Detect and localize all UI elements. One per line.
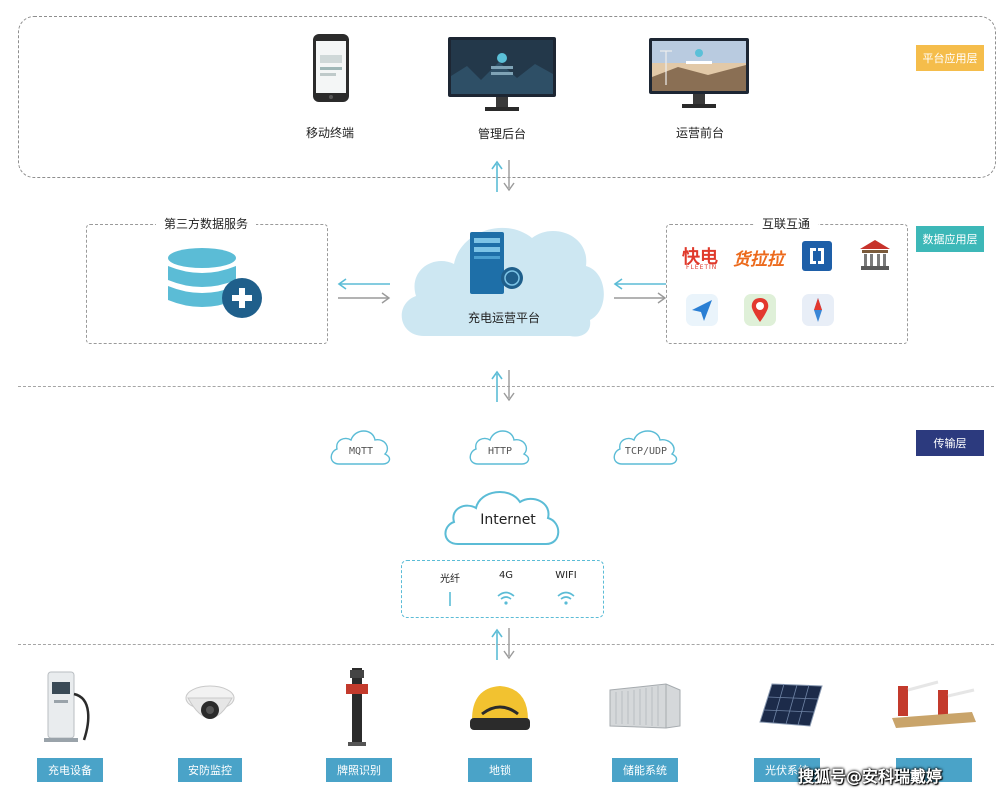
tcp-udp-cloud (613, 430, 678, 465)
baidu-map-icon (744, 294, 776, 326)
device-chip-storage: 储能系统 (612, 758, 678, 782)
interop-link-arrows (613, 278, 667, 304)
platform-layer-frame (18, 16, 996, 178)
internet-label: Internet (480, 512, 536, 528)
transport-layer-tag: 传输层 (916, 430, 984, 456)
network-box (401, 560, 604, 618)
third-party-title: 第三方数据服务 (155, 215, 257, 232)
solar-panel-icon (759, 683, 823, 727)
ops-frontend-label: 运营前台 (675, 126, 724, 140)
charging-platform-label: 充电运营平台 (467, 311, 540, 325)
center-transport-arrows (491, 370, 515, 402)
compass-map-icon (802, 294, 834, 326)
bank-building-icon (860, 240, 890, 270)
third-party-link-arrows (337, 278, 391, 304)
platform-layer-tag: 平台应用层 (916, 45, 984, 71)
internet-cloud (444, 490, 560, 545)
admin-console-icon (448, 37, 556, 111)
interop-title: 互联互通 (753, 215, 819, 232)
ops-frontend-icon (649, 38, 749, 108)
mobile-terminal-icon (313, 34, 349, 102)
gaode-map-icon (686, 294, 718, 326)
device-chip-plate: 牌照识别 (326, 758, 392, 782)
mqtt-cloud (330, 430, 391, 465)
kuaidian-logo-sub: FLEETIN (686, 264, 718, 271)
divider-transport-device (18, 644, 994, 645)
device-chip-gate (896, 758, 972, 782)
network-wifi-label: WIFI (555, 570, 577, 581)
database-add-icon (168, 248, 262, 318)
platform-link-arrows (491, 160, 515, 192)
app-logo-icon (802, 241, 832, 271)
charging-platform-cloud (401, 227, 604, 337)
device-chip-camera: 安防监控 (178, 758, 242, 782)
charging-pile-icon (44, 671, 90, 742)
fiber-line-icon (449, 592, 451, 606)
security-camera-icon (185, 685, 235, 719)
4g-signal-icon (497, 591, 515, 605)
mobile-terminal-label: 移动终端 (305, 126, 354, 140)
wifi-signal-icon (557, 591, 575, 605)
protocol-tcp-udp: TCP/UDP (624, 446, 668, 457)
network-fiber-label: 光纤 (440, 574, 460, 585)
kuaidian-logo-text: 快电 (682, 247, 718, 268)
energy-storage-icon (609, 683, 681, 729)
network-4g-label: 4G (498, 570, 514, 581)
data-layer-tag: 数据应用层 (916, 226, 984, 252)
device-chip-solar: 光伏系统 (754, 758, 820, 782)
protocol-http: HTTP (487, 446, 513, 457)
protocol-mqtt: MQTT (348, 446, 374, 457)
network-device-arrows (491, 628, 515, 660)
admin-console-label: 管理后台 (477, 127, 526, 141)
device-chip-charger: 充电设备 (37, 758, 103, 782)
watermark-text: 搜狐号@安科瑞戴婷 (798, 767, 943, 786)
parking-lock-icon (470, 686, 530, 730)
barrier-gate-icon (892, 680, 976, 728)
http-cloud (469, 430, 530, 465)
plate-recognition-icon (346, 668, 368, 746)
divider-data-transport (18, 386, 994, 387)
huolala-logo-text: 货拉拉 (733, 250, 784, 270)
device-chip-lock: 地锁 (468, 758, 532, 782)
